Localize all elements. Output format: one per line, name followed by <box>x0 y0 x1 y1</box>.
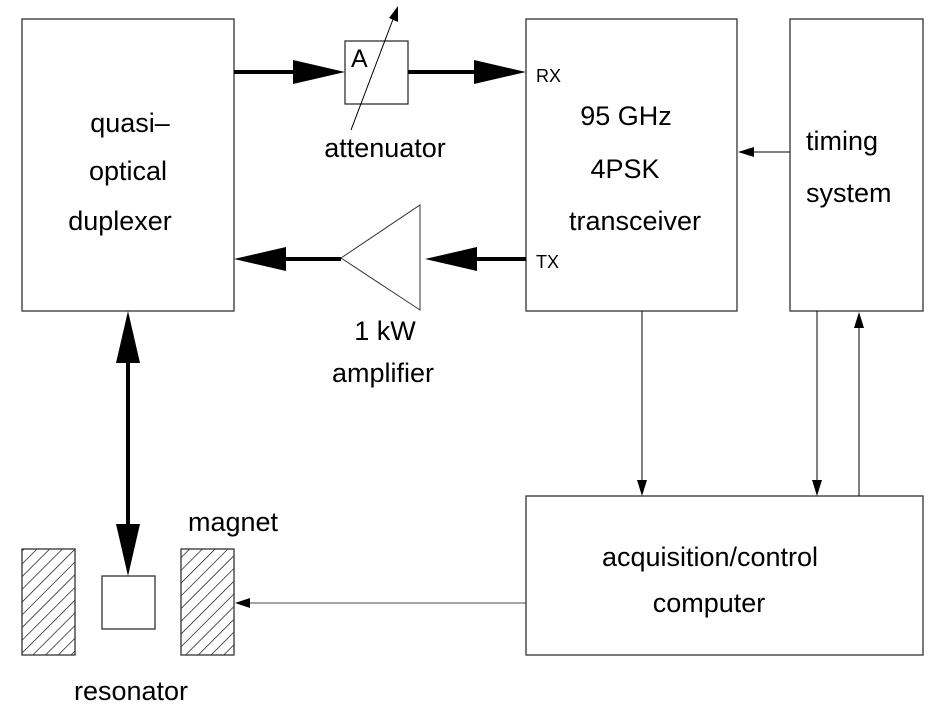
resonator: resonator <box>74 575 188 706</box>
duplexer-box <box>21 18 235 312</box>
attenuator-arrow-head-icon <box>389 6 398 22</box>
arrow-timing-to-computer <box>812 311 822 496</box>
tx-port-label: TX <box>536 252 559 272</box>
arrow-timing-to-transceiver <box>738 147 790 157</box>
timing-box <box>789 18 924 312</box>
transceiver-label-line3: transceiver <box>569 206 701 236</box>
rx-port-label: RX <box>536 66 561 86</box>
amplifier-label-line1: 1 kW <box>354 316 416 346</box>
attenuator-box <box>344 40 409 105</box>
magnet-label: magnet <box>188 507 279 537</box>
resonator-box <box>101 575 156 630</box>
transceiver-block: RX TX 95 GHz 4PSK transceiver <box>525 18 738 312</box>
timing-label-line1: timing <box>806 126 878 156</box>
arrow-computer-to-magnet <box>235 598 526 608</box>
transceiver-box <box>525 18 738 312</box>
arrow-attenuator-to-rx <box>408 60 526 84</box>
transceiver-label-line2: 4PSK <box>590 154 659 184</box>
duplexer-label-line1: quasi– <box>90 108 170 138</box>
amplifier: 1 kW amplifier <box>332 204 434 388</box>
magnet-left-pole <box>21 548 76 656</box>
amplifier-label-line2: amplifier <box>332 358 434 388</box>
computer-box <box>525 495 924 656</box>
attenuator-label: attenuator <box>324 133 446 163</box>
arrow-computer-to-timing <box>854 312 864 496</box>
attenuator-symbol: A <box>351 45 368 73</box>
timing-block: timing system <box>789 18 924 312</box>
attenuator: A attenuator <box>324 6 446 163</box>
duplexer-label-line3: duplexer <box>68 206 172 236</box>
duplexer-label-line2: optical <box>89 156 167 186</box>
computer-label-line2: computer <box>653 588 766 618</box>
arrow-transceiver-to-computer <box>637 311 647 496</box>
transceiver-label-line1: 95 GHz <box>580 101 672 131</box>
arrow-duplexer-to-attenuator <box>234 60 345 84</box>
timing-label-line2: system <box>806 178 892 208</box>
amplifier-triangle-icon <box>340 204 421 311</box>
resonator-label: resonator <box>74 676 188 706</box>
magnet-right-pole <box>180 548 235 656</box>
magnet: magnet <box>21 507 279 656</box>
duplexer-block: quasi– optical duplexer <box>21 18 235 312</box>
attenuator-variable-line <box>350 13 396 131</box>
arrow-duplexer-resonator-bidirectional <box>116 311 140 576</box>
arrow-amplifier-to-duplexer <box>234 247 341 271</box>
arrow-tx-to-amplifier <box>425 247 526 271</box>
computer-block: acquisition/control computer <box>525 495 924 656</box>
computer-label-line1: acquisition/control <box>602 542 818 572</box>
